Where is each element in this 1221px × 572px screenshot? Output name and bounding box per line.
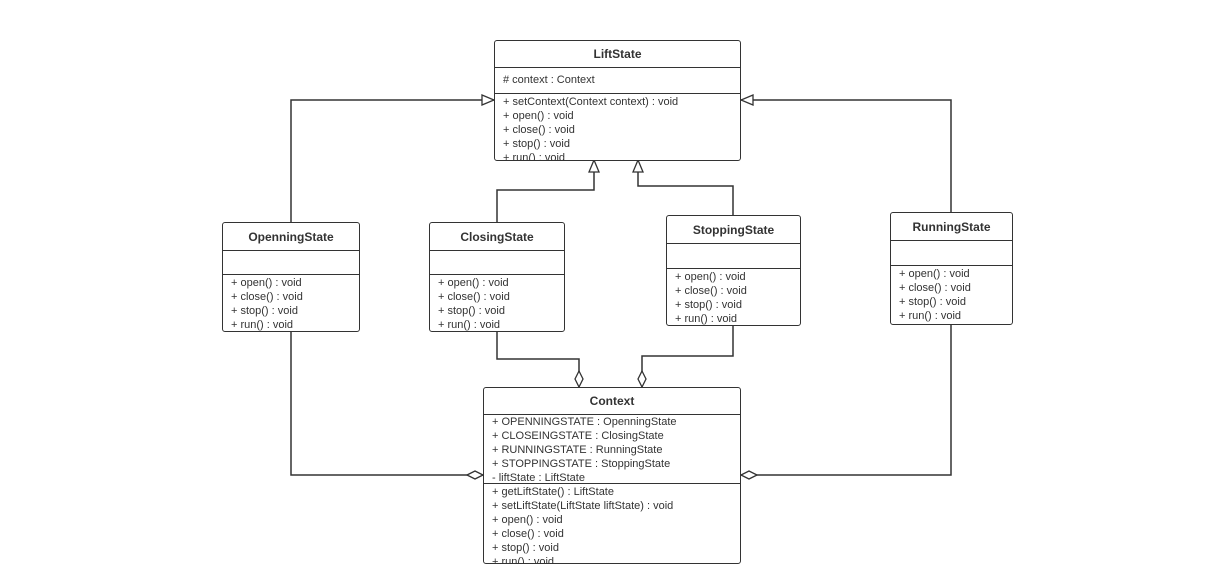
operations-section: + setContext(Context context) : void + o… [495,94,740,161]
operation: + close() : void [438,291,510,303]
operations-section: + open() : void + close() : void + stop(… [223,275,359,331]
generalization-closing-to-liftstate [496,160,594,222]
operation: + stop() : void [438,305,505,317]
operation: + open() : void [899,268,970,280]
attributes-section [430,251,564,275]
operation: + stop() : void [675,299,742,311]
attribute: - liftState : LiftState [492,472,585,484]
operation: + stop() : void [492,542,559,554]
operation: + open() : void [675,271,746,283]
attributes-section: # context : Context [495,68,740,94]
class-name: RunningState [891,213,1012,241]
attribute: + CLOSEINGSTATE : ClosingState [492,430,664,442]
operation: + stop() : void [231,305,298,317]
attribute: + RUNNINGSTATE : RunningState [492,444,663,456]
operation: + run() : void [492,556,555,564]
operations-section: + open() : void + close() : void + stop(… [891,266,1012,323]
operation: + close() : void [231,291,303,303]
aggregation-openning-to-context [290,331,483,475]
class-openningstate[interactable]: OpenningState + open() : void + close() … [222,222,360,332]
attribute: # context : Context [503,74,595,86]
class-name: Context [484,388,740,415]
operation: + run() : void [231,319,294,331]
operation: + run() : void [503,152,566,161]
class-context[interactable]: Context + OPENNINGSTATE : OpenningState … [483,387,741,564]
operation: + setContext(Context context) : void [503,96,679,108]
aggregation-running-to-context [741,324,952,475]
operation: + run() : void [899,310,962,322]
operation: + run() : void [675,313,738,325]
operations-section: + open() : void + close() : void + stop(… [430,275,564,331]
class-name: LiftState [495,41,740,68]
class-closingstate[interactable]: ClosingState + open() : void + close() :… [429,222,565,332]
aggregation-stopping-to-context [642,325,734,387]
attributes-section: + OPENNINGSTATE : OpenningState + CLOSEI… [484,415,740,484]
operation: + close() : void [899,282,971,294]
operations-section: + open() : void + close() : void + stop(… [667,269,800,325]
operation: + close() : void [503,124,575,136]
attribute: + OPENNINGSTATE : OpenningState [492,416,677,428]
generalization-stopping-to-liftstate [638,160,734,215]
attributes-section [891,241,1012,266]
class-name: StoppingState [667,216,800,244]
operation: + open() : void [231,277,302,289]
operation: + getLiftState() : LiftState [492,486,614,498]
class-name: OpenningState [223,223,359,251]
attributes-section [223,251,359,275]
operation: + close() : void [492,528,564,540]
generalization-openning-to-liftstate [290,100,494,222]
class-stoppingstate[interactable]: StoppingState + open() : void + close() … [666,215,801,326]
operation: + open() : void [503,110,574,122]
operation: + run() : void [438,319,501,331]
aggregation-closing-to-context [496,331,579,387]
class-name: ClosingState [430,223,564,251]
attributes-section [667,244,800,269]
class-liftstate[interactable]: LiftState # context : Context + setConte… [494,40,741,161]
attribute: + STOPPINGSTATE : StoppingState [492,458,671,470]
operation: + close() : void [675,285,747,297]
operation: + setLiftState(LiftState liftState) : vo… [492,500,674,512]
operation: + open() : void [438,277,509,289]
operation: + open() : void [492,514,563,526]
operations-section: + getLiftState() : LiftState + setLiftSt… [484,484,740,564]
generalization-running-to-liftstate [741,100,952,212]
operation: + stop() : void [503,138,570,150]
operation: + stop() : void [899,296,966,308]
class-runningstate[interactable]: RunningState + open() : void + close() :… [890,212,1013,325]
